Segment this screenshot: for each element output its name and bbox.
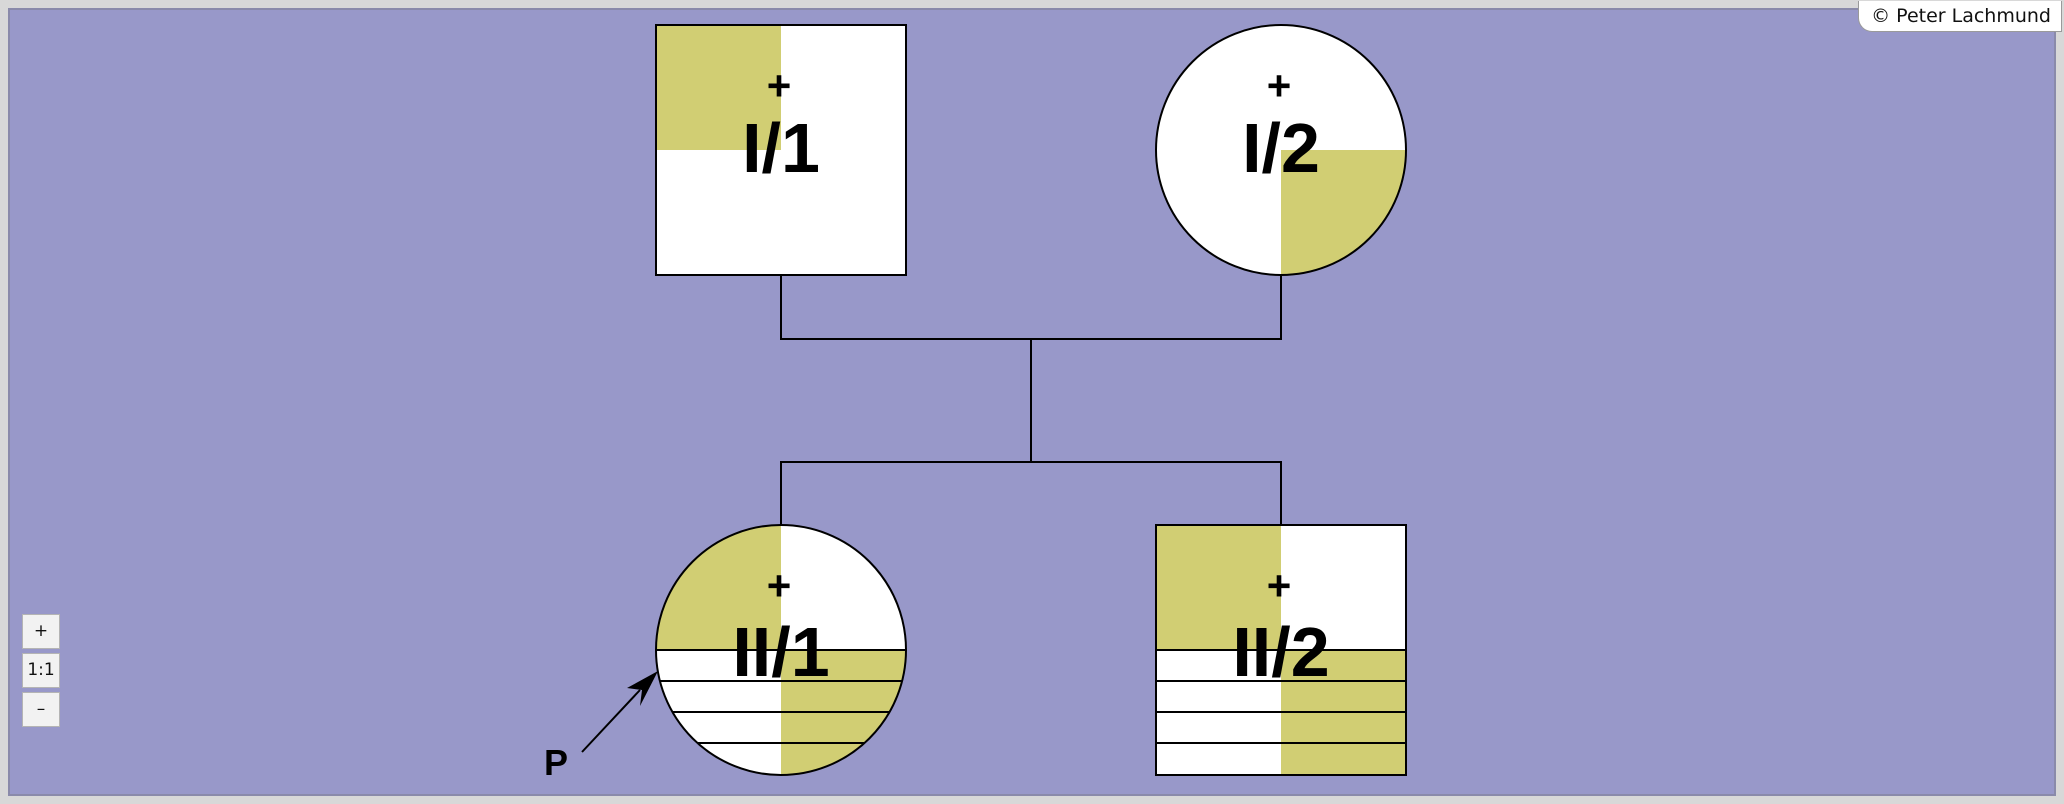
- zoom-in-button[interactable]: +: [22, 614, 60, 649]
- individual-i1-deceased-mark: +: [767, 62, 792, 109]
- mating-line: [780, 275, 1282, 340]
- proband-arrow-shaft: [581, 689, 641, 753]
- zoom-out-button[interactable]: –: [22, 692, 60, 727]
- sibship-line: [780, 461, 1282, 525]
- individual-i1-outline: [655, 24, 907, 276]
- proband-arrow-head: [627, 671, 658, 706]
- individual-ii2-label: II/2: [1232, 613, 1329, 691]
- individual-ii2-outline: [1155, 524, 1407, 776]
- individual-i2-deceased-mark: +: [1267, 62, 1292, 109]
- individual-ii2[interactable]: + II/2: [1155, 524, 1407, 776]
- individual-i2-label: I/2: [1242, 109, 1320, 187]
- individual-i1-label: I/1: [742, 109, 820, 187]
- proband-marker: P: [544, 671, 658, 783]
- individual-ii2-affected-quadrant: [1156, 525, 1281, 650]
- individual-i1-affected-quadrant: [656, 25, 781, 150]
- copyright-tab: © Peter Lachmund: [1858, 1, 2062, 32]
- individual-ii1[interactable]: + II/1: [650, 524, 912, 776]
- individual-i2[interactable]: + I/2: [1155, 24, 1407, 276]
- zoom-reset-button[interactable]: 1:1: [22, 653, 60, 688]
- individual-ii2-deceased-mark: +: [1267, 562, 1292, 609]
- individual-i2-outline: [1155, 24, 1407, 276]
- individual-ii1-outline: [655, 524, 907, 776]
- individual-ii1-label: II/1: [732, 613, 829, 691]
- zoom-controls: + 1:1 –: [22, 614, 62, 731]
- individual-i1[interactable]: + I/1: [655, 24, 907, 276]
- individual-ii1-deceased-mark: +: [767, 562, 792, 609]
- proband-label: P: [544, 742, 568, 783]
